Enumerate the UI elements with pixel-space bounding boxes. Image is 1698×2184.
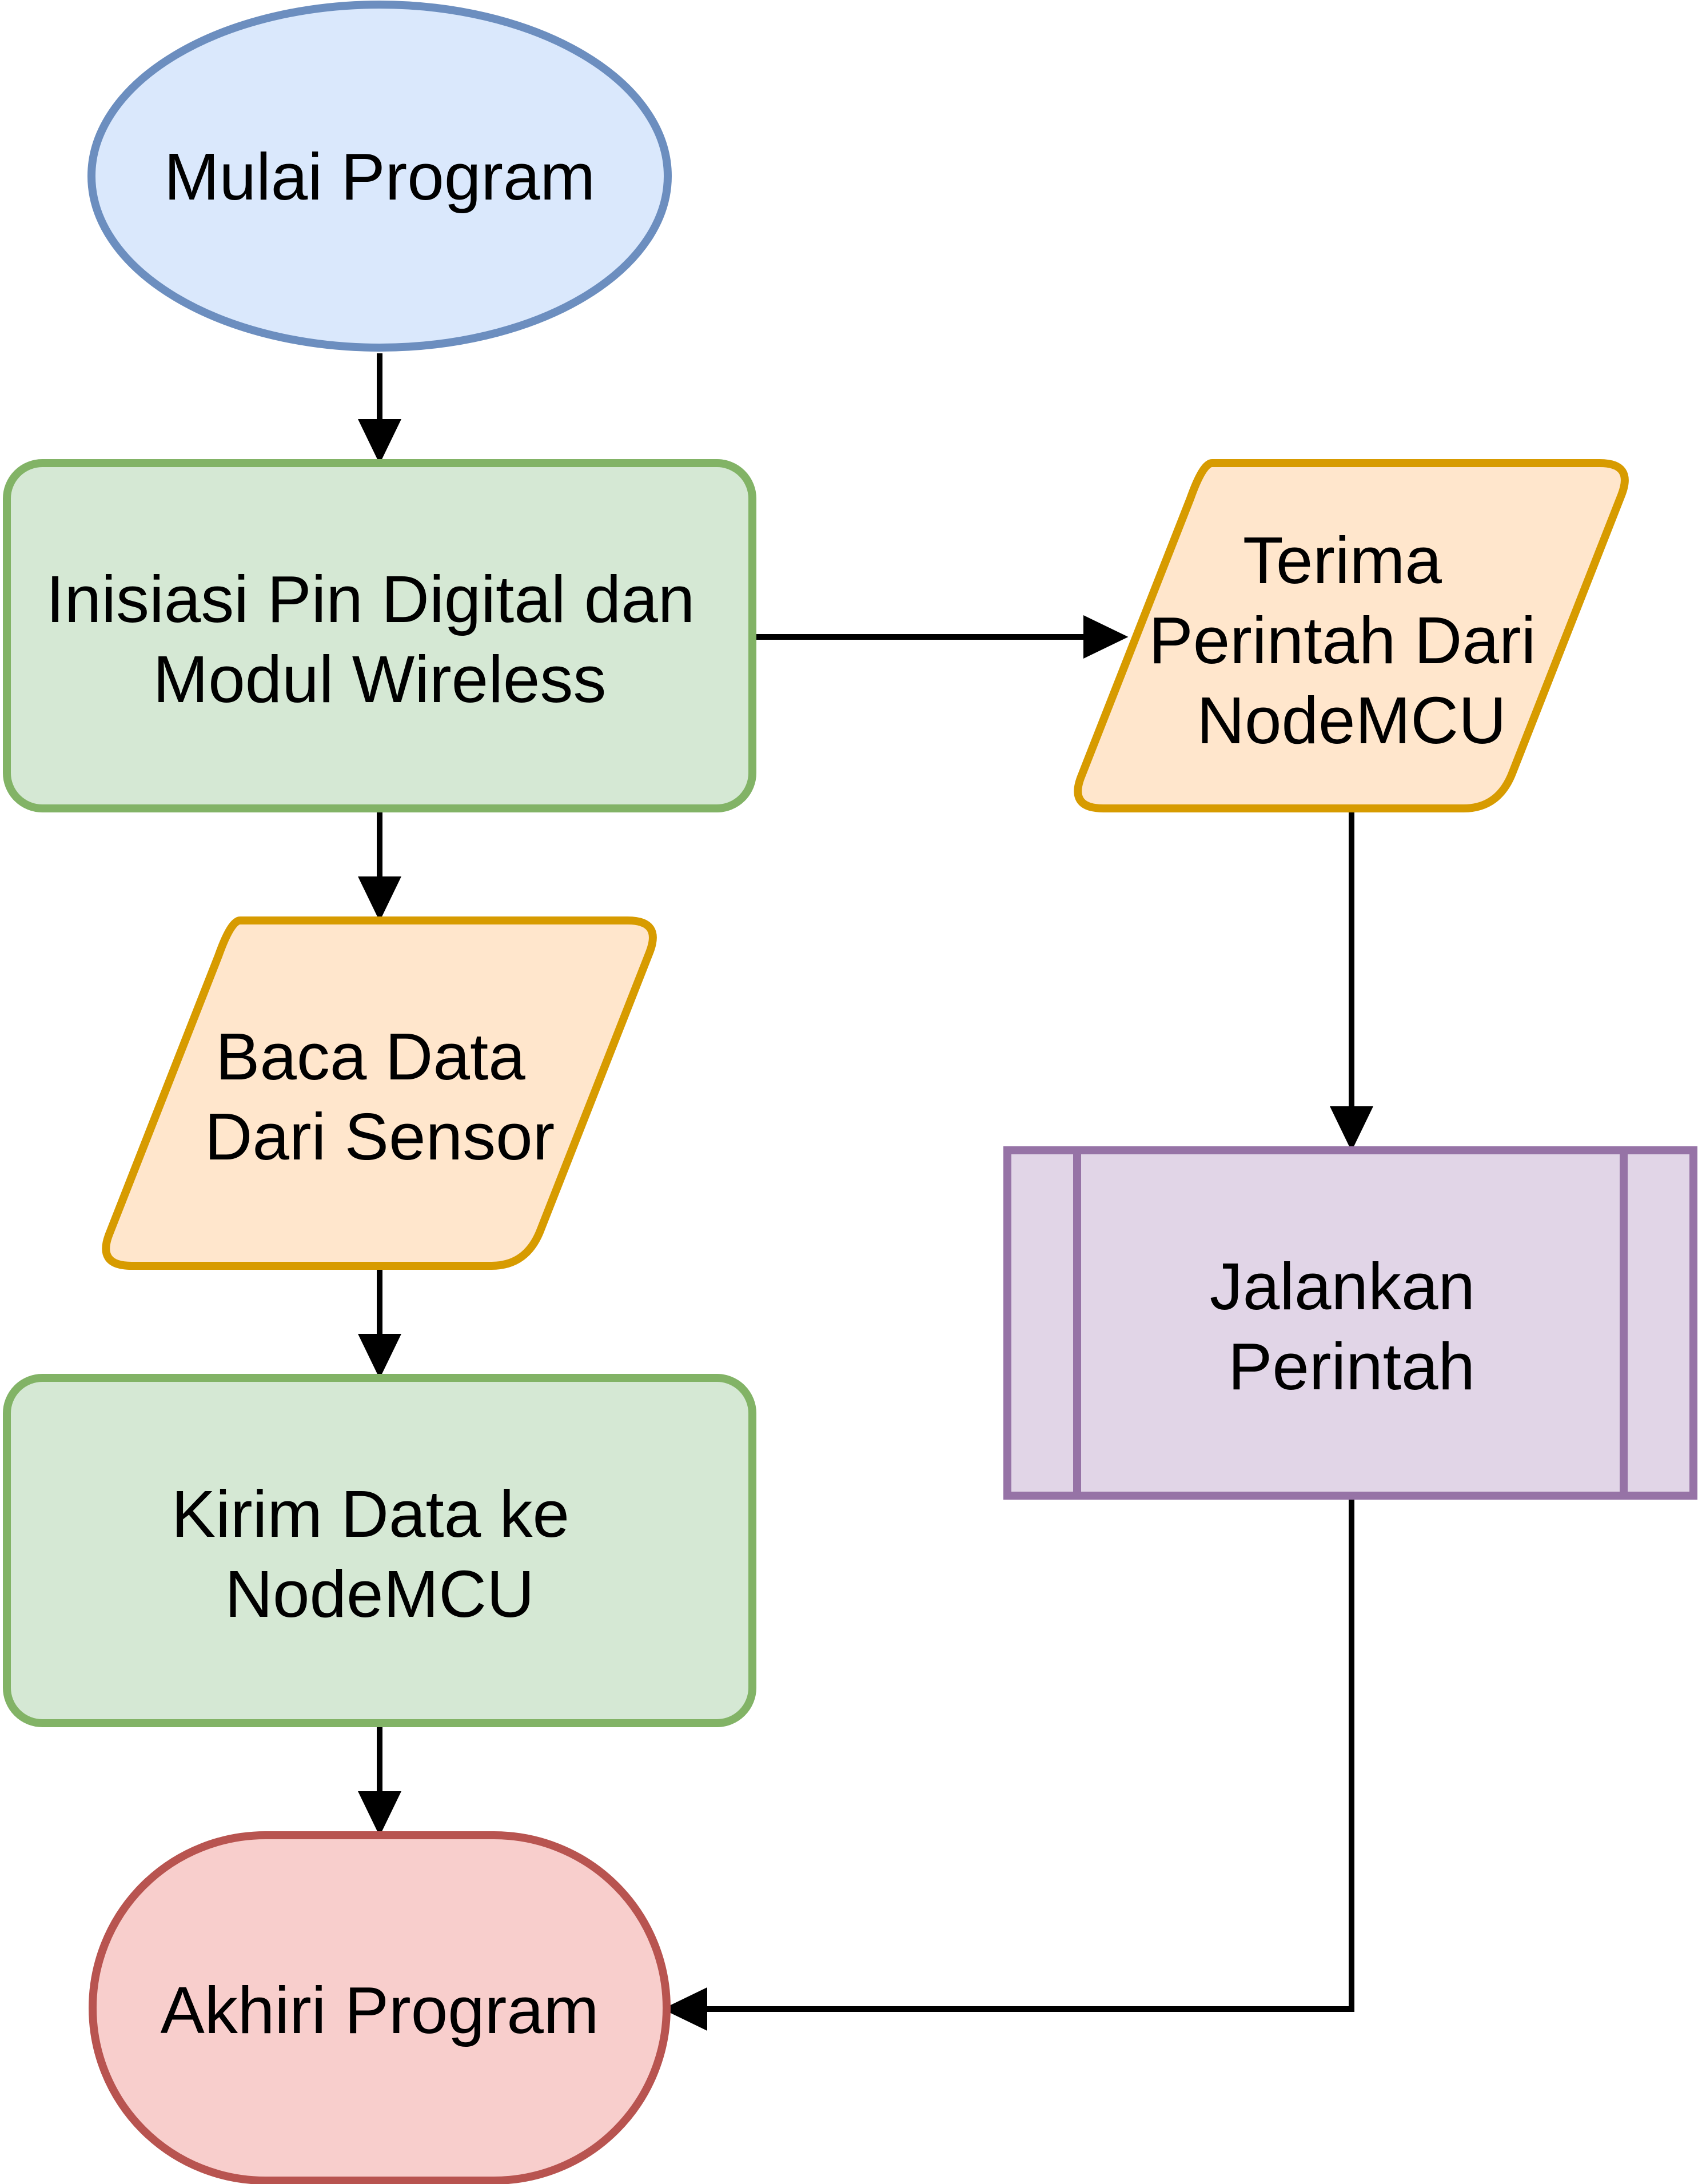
node-send-data: Kirim Data ke NodeMCU xyxy=(3,1374,756,1727)
edge-read-sensor-to-send-data xyxy=(358,1268,401,1379)
edge-init-to-read-sensor xyxy=(358,811,401,922)
end-terminator xyxy=(89,1831,671,2184)
start-label: Mulai Program xyxy=(164,140,595,214)
run-command-box xyxy=(1003,1146,1697,1500)
run-command-label: Jalankan Perintah xyxy=(1210,1249,1494,1404)
send-data-process-box xyxy=(3,1374,756,1727)
edge-init-to-receive-command xyxy=(754,615,1129,659)
receive-command-parallelogram xyxy=(1074,459,1629,812)
edge-run-command-to-end xyxy=(662,1498,1354,2031)
node-run-command: Jalankan Perintah xyxy=(1003,1146,1697,1500)
end-label: Akhiri Program xyxy=(160,1973,599,2047)
send-data-label: Kirim Data ke NodeMCU xyxy=(172,1477,588,1631)
edge-receive-command-to-run-command xyxy=(1330,811,1373,1151)
node-receive-command: Terima Perintah Dari NodeMCU xyxy=(1074,459,1629,812)
read-sensor-parallelogram xyxy=(102,916,657,1270)
receive-command-label: Terima Perintah Dari NodeMCU xyxy=(1149,523,1554,758)
read-sensor-label: Baca Data Dari Sensor xyxy=(205,1019,555,1174)
edge-send-data-to-end xyxy=(358,1725,401,1836)
init-label: Inisiasi Pin Digital dan Modul Wireless xyxy=(46,562,713,716)
connectors xyxy=(358,353,1373,2031)
init-process-box xyxy=(3,459,756,812)
node-end-program: Akhiri Program xyxy=(89,1831,671,2184)
edge-start-to-init xyxy=(358,353,401,464)
start-ellipse xyxy=(87,1,672,352)
node-read-sensor-data: Baca Data Dari Sensor xyxy=(102,916,657,1270)
node-start-program: Mulai Program xyxy=(87,1,672,352)
node-initialize-pins: Inisiasi Pin Digital dan Modul Wireless xyxy=(3,459,756,812)
